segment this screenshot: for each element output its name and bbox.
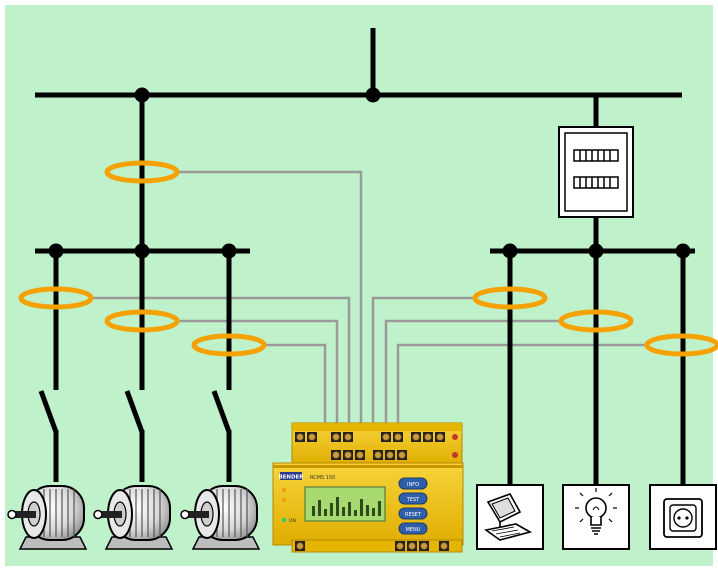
computer-icon [476,484,544,550]
breaker-row-icon [573,176,619,189]
terminal-screw [295,541,305,551]
device-button-label: TEST [406,497,420,503]
motor-icon [93,485,174,550]
terminal-screw [423,432,433,442]
terminal-screw [343,432,353,442]
ct-ring-5 [472,286,548,310]
terminal-screw [307,432,317,442]
terminal-screw [419,541,429,551]
wire-ct-7 [396,343,647,425]
brand-badge [280,472,302,480]
ct-ring-1 [104,160,180,184]
device-button-label: MENU [406,527,421,533]
model-label: RCMS 150 [310,475,335,481]
brand-label: BENDER [278,475,304,481]
terminal-screw [331,432,341,442]
led-on-label: ON [289,518,296,524]
device-button-test[interactable]: TEST [398,492,428,505]
terminal-screw [295,432,305,442]
motor-icon [7,485,88,550]
device-button-label: INFO [407,482,419,488]
junction-dot [134,87,150,103]
wire-ct-4 [265,343,327,425]
terminal-row-top [295,432,458,460]
distribution-panel [558,126,634,218]
wire-ct-2 [92,296,351,425]
terminal-screw [435,432,445,442]
terminal-screw [393,432,403,442]
wire-ct-3 [179,319,339,425]
ct-ring-7 [644,333,718,357]
terminal-screw [407,541,417,551]
junctions [48,87,691,259]
switch-1 [38,390,59,433]
terminal-screw [355,450,365,460]
junction-dot [588,243,604,259]
wire-ct-1 [179,170,363,425]
ct-ring-4 [191,333,267,357]
junction-dot [365,87,381,103]
wire-ct-5 [371,296,474,425]
junction-dot [675,243,691,259]
junction-dot [48,243,64,259]
lcd-bargraph [312,497,381,516]
device-button-info[interactable]: INFO [398,477,428,490]
motors [7,485,261,550]
light-bulb-icon [562,484,630,550]
rcms-device: BENDER RCMS 150 ON INFO TEST RESET MENU [272,422,464,553]
current-transformers [18,160,718,357]
socket-outlet-icon [649,484,717,550]
terminal-screw [439,541,449,551]
junction-dot [502,243,518,259]
device-button-label: RESET [405,512,422,518]
ct-ring-2 [18,286,94,310]
switches [38,390,232,433]
ct-ring-3 [104,309,180,333]
terminal-screw [373,450,383,460]
device-button-group: INFO TEST RESET MENU [398,477,428,535]
terminal-screw [395,541,405,551]
terminal-screw [397,450,407,460]
motor-icon [180,485,261,550]
wire-ct-6 [384,319,560,425]
terminal-screw [411,432,421,442]
device-button-menu[interactable]: MENU [398,522,428,535]
terminal-screw [331,450,341,460]
breaker-row-icon [573,149,619,162]
measurement-wires [92,170,647,425]
terminal-screw [343,450,353,460]
switch-2 [124,390,145,433]
junction-dot [134,243,150,259]
terminal-screw [385,450,395,460]
switch-3 [211,390,232,433]
ct-ring-6 [558,309,634,333]
terminal-row-bottom [295,541,449,551]
terminal-screw [381,432,391,442]
device-button-reset[interactable]: RESET [398,507,428,520]
junction-dot [221,243,237,259]
